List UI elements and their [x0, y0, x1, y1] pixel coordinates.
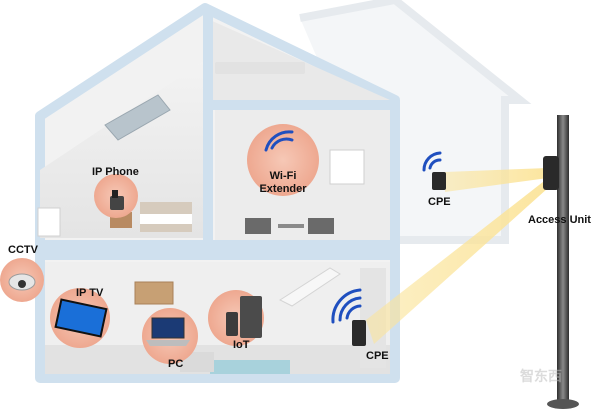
access-unit-icon: [543, 156, 559, 190]
ip-phone-icon: [110, 190, 124, 210]
tv-icon: [54, 298, 108, 338]
cctv-camera-icon: [8, 273, 36, 291]
access-unit-label: Access Unit: [528, 214, 591, 226]
wifi-extender-label-line1: Wi-Fi: [269, 170, 297, 182]
wifi-extender-label-line2: Extender: [259, 183, 307, 195]
wifi-signal-icon: [264, 130, 442, 324]
cpe-upper-label: CPE: [428, 196, 451, 208]
cpe-antenna-icon: [352, 172, 446, 346]
iot-label: IoT: [233, 339, 250, 351]
fridge-icon: [226, 296, 262, 338]
signal-beams: [366, 168, 548, 344]
ip-tv-label: IP TV: [76, 287, 104, 299]
watermark-logo: 智东西: [520, 369, 562, 385]
laptop-icon: [146, 317, 190, 346]
ip-phone-label: IP Phone: [92, 166, 139, 178]
upper-right-room: [215, 62, 365, 234]
cctv-label: CCTV: [8, 244, 38, 256]
upper-left-room: [37, 94, 192, 237]
pc-label: PC: [168, 358, 184, 370]
access-unit-pole: [547, 115, 579, 409]
cpe-lower-label: CPE: [366, 350, 389, 362]
